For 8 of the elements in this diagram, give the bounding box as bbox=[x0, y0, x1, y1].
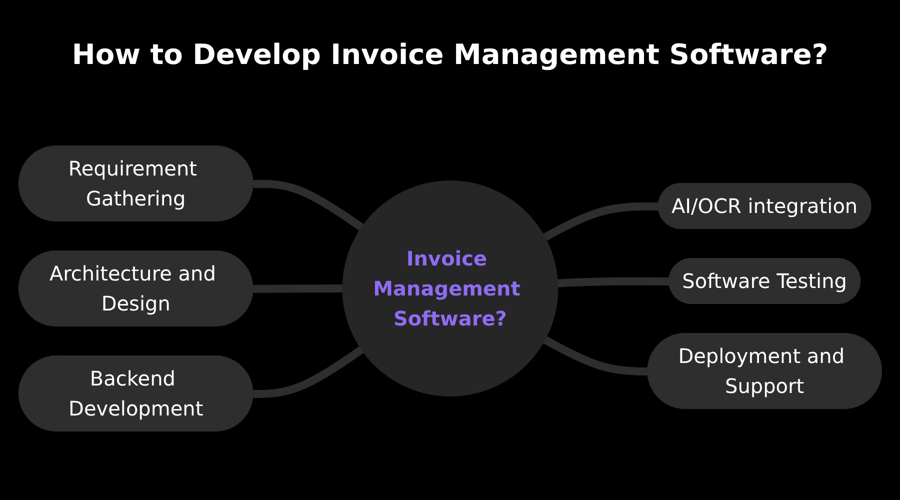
connector bbox=[542, 336, 648, 375]
node-circle: Invoice Management Software? bbox=[342, 180, 558, 396]
connector bbox=[542, 202, 659, 240]
connector bbox=[557, 276, 670, 287]
connector bbox=[252, 179, 364, 230]
connector bbox=[252, 346, 364, 398]
title: How to Develop Invoice Management Software? bbox=[70, 37, 830, 73]
connector bbox=[252, 284, 342, 292]
